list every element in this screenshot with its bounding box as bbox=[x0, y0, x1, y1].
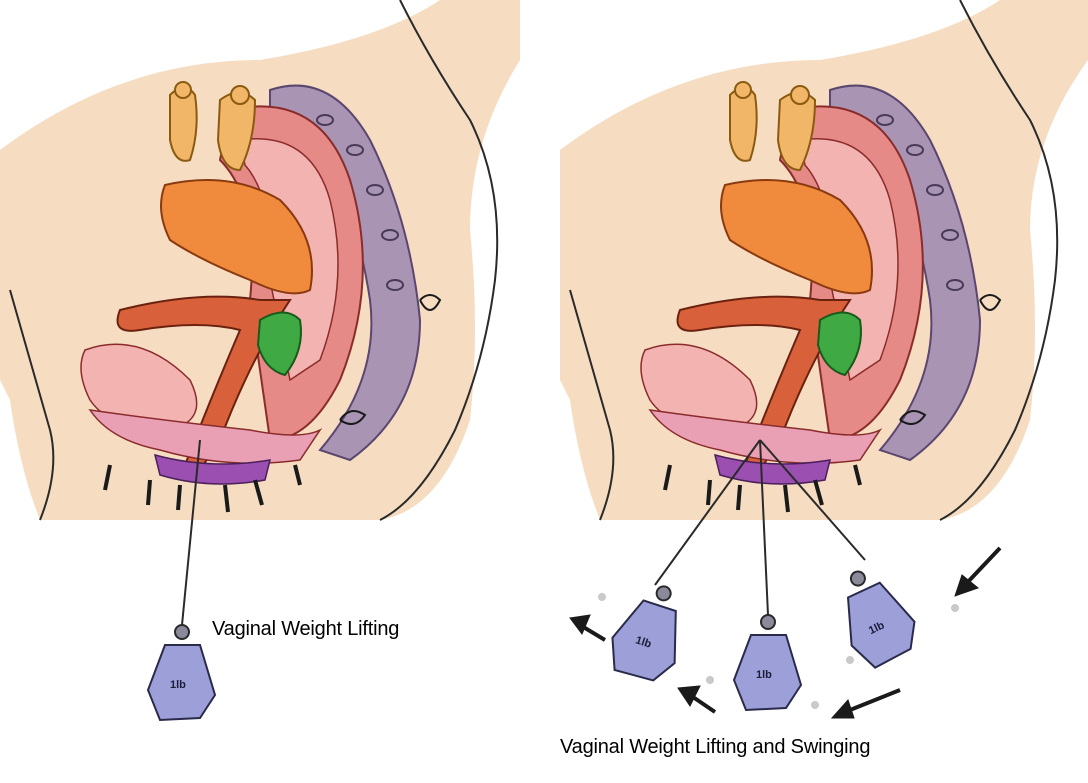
weight-right: 1lb bbox=[824, 558, 925, 672]
diagram-weight-swinging: 1lb 1lb 1lb bbox=[560, 0, 1088, 783]
weight-1lb: 1lb bbox=[148, 625, 215, 720]
anatomy-illustration-right: 1lb 1lb 1lb bbox=[560, 0, 1088, 783]
ovary-left bbox=[170, 82, 197, 161]
diagram-weight-lifting: 1lb bbox=[0, 0, 520, 783]
weight-label: 1lb bbox=[756, 669, 772, 681]
ovary-left bbox=[730, 82, 757, 161]
caption-weight-lifting-swinging: Vaginal Weight Lifting and Swinging bbox=[560, 736, 870, 759]
weight-center: 1lb bbox=[734, 615, 801, 710]
weight-left: 1lb bbox=[603, 576, 696, 687]
anatomy-illustration-left: 1lb bbox=[0, 0, 520, 783]
caption-weight-lifting: Vaginal Weight Lifting bbox=[212, 618, 399, 641]
weight-label: 1lb bbox=[170, 679, 186, 691]
